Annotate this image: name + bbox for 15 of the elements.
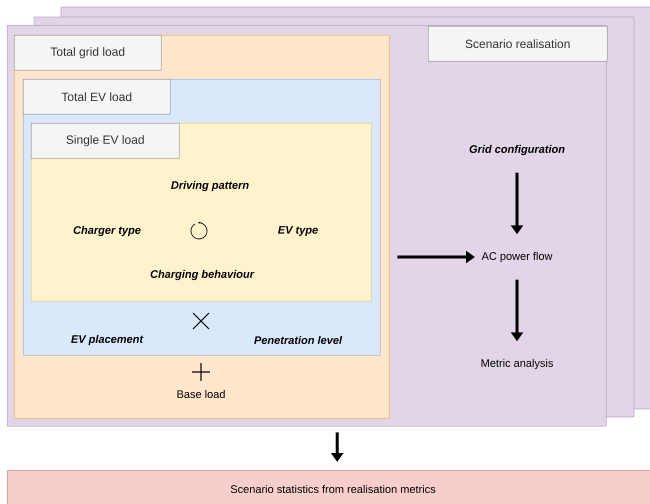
factor-label: EV type bbox=[278, 226, 318, 236]
header-tab: Single EV load bbox=[31, 123, 180, 158]
header-tab: Scenario realisation bbox=[428, 26, 608, 62]
text-label: Base load bbox=[177, 390, 225, 398]
factor-label: Charging behaviour bbox=[150, 270, 254, 280]
header-tab: Total EV load bbox=[23, 79, 170, 114]
step-label: AC power flow bbox=[482, 252, 552, 262]
step-label: Metric analysis bbox=[482, 358, 553, 370]
config-label: Grid configuration bbox=[470, 144, 565, 156]
factor-label: EV placement bbox=[71, 334, 144, 346]
header-tab: Total grid load bbox=[14, 35, 162, 70]
factor-label: Charger type bbox=[74, 226, 141, 236]
factor-label: Driving pattern bbox=[171, 180, 249, 192]
result-label: Scenario statistics from realisation metrics bbox=[230, 484, 436, 494]
factor-label: Penetration level bbox=[254, 336, 342, 344]
